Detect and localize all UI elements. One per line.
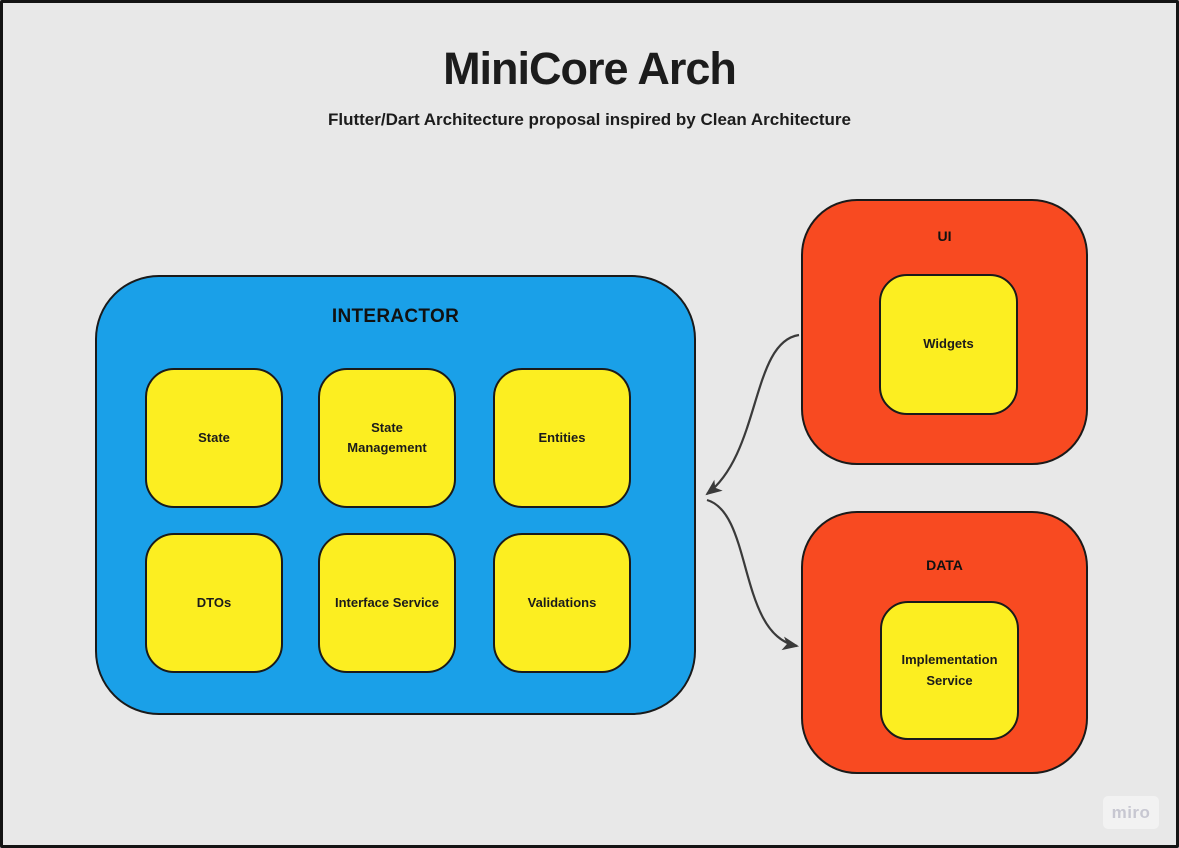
node-implementation-service-label: Implementation Service bbox=[901, 652, 998, 688]
ui-layer-label: UI bbox=[937, 228, 952, 244]
node-validations-label: Validations bbox=[527, 594, 597, 610]
connector-ui-to-interactor[interactable] bbox=[705, 333, 800, 496]
data-layer-box[interactable]: DATA Implementation Service bbox=[801, 511, 1088, 774]
node-state[interactable]: State bbox=[145, 368, 283, 508]
page-subtitle[interactable]: Flutter/Dart Architecture proposal inspi… bbox=[327, 110, 851, 129]
interactor-label: INTERACTOR bbox=[331, 306, 460, 327]
node-dtos-label: DTOs bbox=[196, 594, 232, 610]
node-validations[interactable]: Validations bbox=[493, 533, 631, 673]
node-entities-label: Entities bbox=[538, 429, 586, 445]
node-state-label: State bbox=[198, 429, 230, 445]
node-interface-service[interactable]: Interface Service bbox=[318, 533, 456, 673]
node-implementation-service[interactable]: Implementation Service bbox=[880, 601, 1019, 740]
node-widgets-label: Widgets bbox=[923, 336, 974, 352]
interactor-box[interactable]: INTERACTOR State State Management Entiti… bbox=[95, 275, 696, 715]
node-state-management-label: State Management bbox=[347, 419, 427, 455]
data-layer-label: DATA bbox=[926, 557, 963, 573]
miro-watermark[interactable]: miro bbox=[1103, 796, 1159, 829]
node-widgets[interactable]: Widgets bbox=[879, 274, 1018, 415]
node-entities[interactable]: Entities bbox=[493, 368, 631, 508]
page-title[interactable]: MiniCore Arch bbox=[443, 43, 737, 94]
ui-layer-box[interactable]: UI Widgets bbox=[801, 199, 1088, 465]
miro-watermark-label: miro bbox=[1111, 802, 1151, 822]
node-dtos[interactable]: DTOs bbox=[145, 533, 283, 673]
node-state-management[interactable]: State Management bbox=[318, 368, 456, 508]
node-interface-service-label: Interface Service bbox=[334, 594, 440, 610]
connector-interactor-to-data[interactable] bbox=[706, 498, 800, 651]
